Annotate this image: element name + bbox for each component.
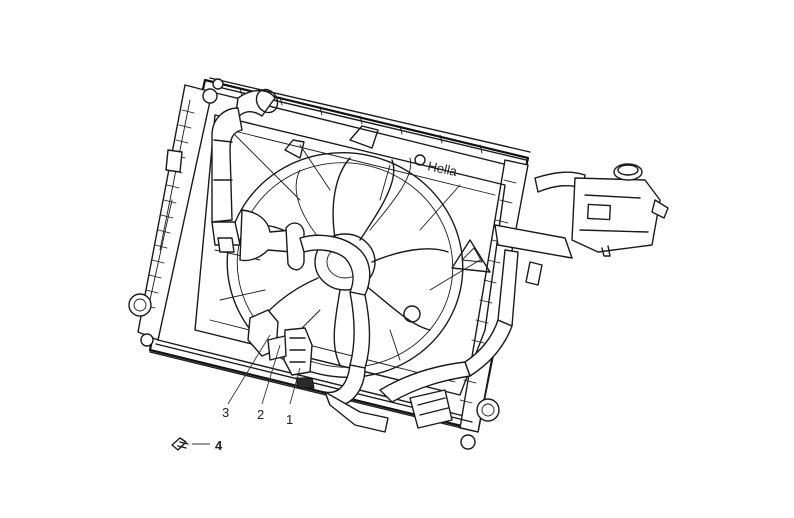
- brand-mark: Hella: [426, 158, 459, 179]
- lower-radiator-hose: [379, 249, 519, 429]
- fan-assembly: [226, 152, 464, 378]
- fan-motor-bracket: [247, 309, 315, 389]
- bolt-item-4: [171, 437, 189, 451]
- callout-4: 4: [215, 438, 223, 453]
- callout-3: 3: [222, 405, 229, 420]
- callout-1: 1: [286, 412, 293, 427]
- radiator-frame: [137, 77, 531, 433]
- callout-2: 2: [257, 407, 264, 422]
- callout-leaders: [192, 334, 301, 445]
- mounting-bushings: [128, 78, 543, 450]
- expansion-tank: [494, 163, 669, 259]
- upper-radiator-hose: [211, 88, 279, 253]
- center-hose-assembly: [239, 209, 389, 433]
